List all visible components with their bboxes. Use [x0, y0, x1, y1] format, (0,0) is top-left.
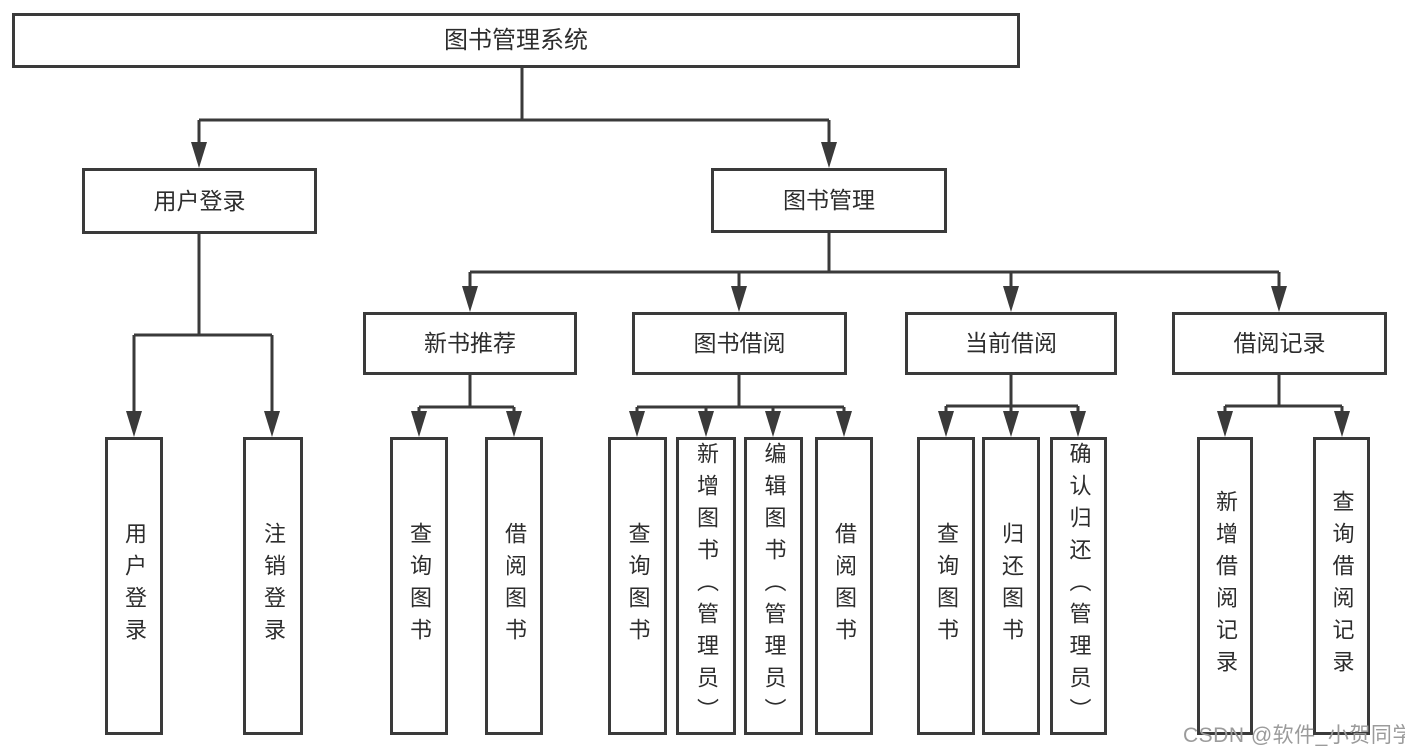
node-book-borrow: 图书借阅: [632, 312, 847, 375]
node-borrow-records: 借阅记录: [1172, 312, 1387, 375]
node-label: 图书管理: [783, 187, 875, 213]
arrowhead: [506, 411, 522, 437]
leaf-edit-books-admin: 编辑图书（管理员）: [744, 437, 803, 735]
arrowhead: [731, 286, 747, 312]
leaf-label: 新增图书（管理员）: [694, 442, 719, 730]
arrowhead: [821, 142, 837, 168]
arrowhead: [1334, 411, 1350, 437]
leaf-add-borrow-record: 新增借阅记录: [1197, 437, 1253, 735]
leaf-borrow-books: 借阅图书: [815, 437, 873, 735]
node-label: 当前借阅: [965, 330, 1057, 356]
connector-bookborrow-to-leaves: [635, 375, 846, 418]
leaf-label: 用户登录: [122, 522, 147, 650]
arrowhead: [836, 411, 852, 437]
csdn-watermark: CSDN @软件_小贺同学: [1183, 724, 1405, 747]
leaf-add-books-admin: 新增图书（管理员）: [676, 437, 736, 735]
connector-newbook-to-leaves: [417, 375, 516, 418]
leaf-query-books: 查询图书: [917, 437, 975, 735]
arrowhead: [765, 411, 781, 437]
node-label: 图书管理系统: [444, 26, 588, 54]
leaf-label: 查询图书: [934, 522, 959, 650]
node-label: 用户登录: [153, 187, 246, 214]
leaf-confirm-return-admin: 确认归还（管理员）: [1050, 437, 1107, 735]
leaf-label: 借阅图书: [502, 522, 527, 650]
leaf-label: 确认归还（管理员）: [1066, 442, 1092, 730]
node-user-login: 用户登录: [82, 168, 317, 234]
leaf-label: 查询借阅记录: [1329, 490, 1355, 682]
arrowhead: [462, 286, 478, 312]
arrowhead: [698, 411, 714, 437]
arrowhead: [1003, 286, 1019, 312]
arrowhead: [411, 411, 427, 437]
node-label: 新书推荐: [424, 330, 516, 356]
arrowhead: [126, 411, 142, 437]
arrowhead: [264, 411, 280, 437]
leaf-label: 编辑图书（管理员）: [761, 442, 787, 730]
leaf-label: 归还图书: [999, 522, 1024, 650]
leaf-label: 新增借阅记录: [1213, 490, 1238, 682]
arrowhead: [191, 142, 207, 168]
leaf-query-borrow-record: 查询借阅记录: [1313, 437, 1370, 735]
node-book-management: 图书管理: [711, 168, 947, 233]
arrowhead: [1070, 411, 1086, 437]
leaf-return-books: 归还图书: [982, 437, 1040, 735]
arrowhead: [1271, 286, 1287, 312]
node-new-book-recommend: 新书推荐: [363, 312, 577, 375]
connector-bookmgmt-to-level2: [468, 233, 1281, 292]
arrowhead: [938, 411, 954, 437]
leaf-query-books: 查询图书: [608, 437, 667, 735]
node-current-borrow: 当前借阅: [905, 312, 1117, 375]
arrowhead: [629, 411, 645, 437]
leaf-label: 查询图书: [407, 522, 432, 650]
leaf-label: 注销登录: [261, 522, 286, 650]
leaf-user-login: 用户登录: [105, 437, 163, 735]
node-label: 借阅记录: [1233, 330, 1326, 356]
connector-userlogin-to-leaves: [132, 234, 274, 418]
leaf-label: 借阅图书: [832, 522, 857, 650]
connector-root-to-level1: [197, 67, 831, 148]
connector-borrowrecords-to-leaves: [1223, 375, 1344, 418]
leaf-borrow-books: 借阅图书: [485, 437, 543, 735]
node-label: 图书借阅: [693, 330, 786, 356]
node-book-management-system: 图书管理系统: [12, 13, 1020, 68]
arrowhead: [1217, 411, 1233, 437]
leaf-query-books: 查询图书: [390, 437, 448, 735]
leaf-logout: 注销登录: [243, 437, 303, 735]
leaf-label: 查询图书: [625, 522, 651, 650]
arrowhead: [1003, 411, 1019, 437]
